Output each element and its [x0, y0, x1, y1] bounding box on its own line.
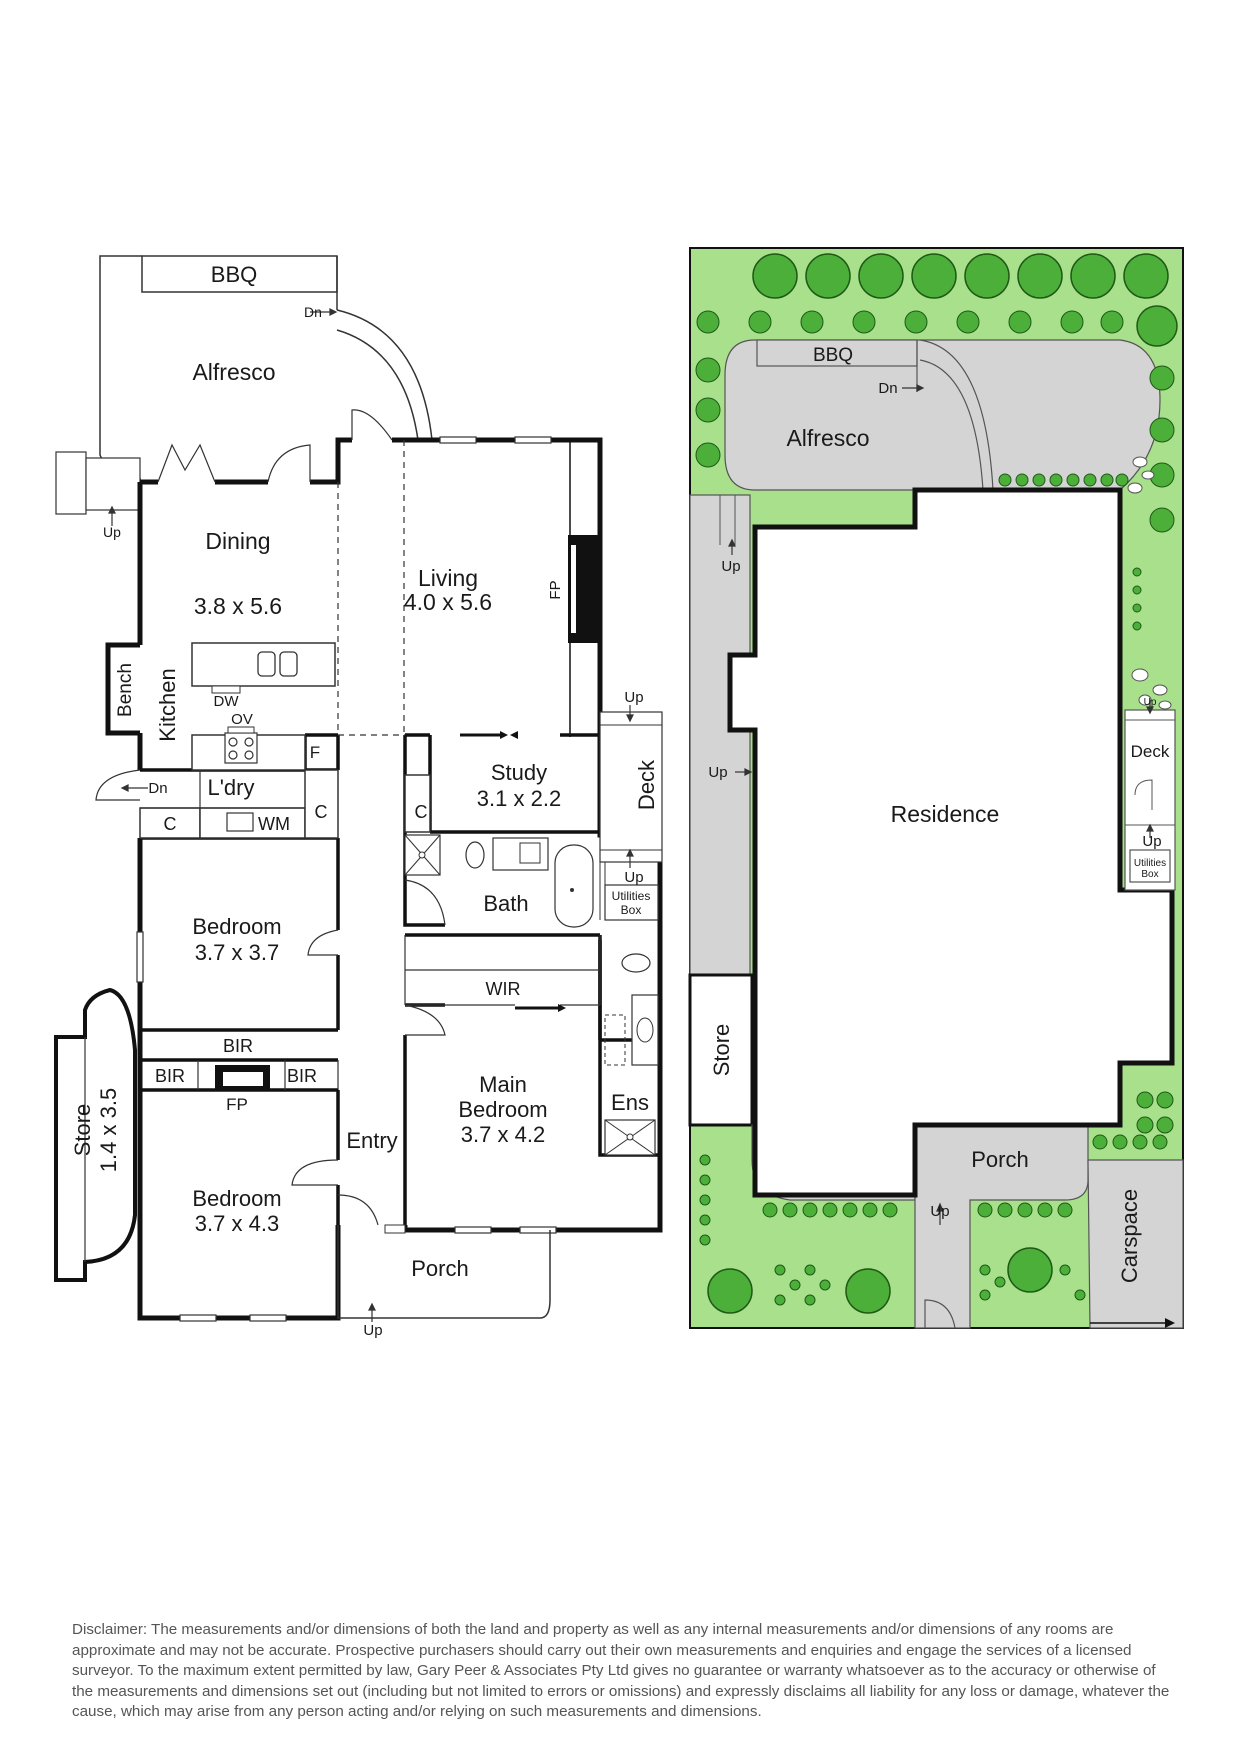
- site-trees: [707, 253, 1178, 1314]
- label-dw: DW: [214, 693, 240, 710]
- site-level-arrows: [728, 384, 1154, 1225]
- site-store: [688, 973, 754, 1127]
- floor-plan: BBQ Dn Alfresco Up Dining 3.8 x 5.6 Livi…: [54, 255, 663, 1339]
- cooktop: [224, 732, 258, 764]
- label-bedroom-1-dim: 3.7 x 3.7: [195, 940, 279, 965]
- site-stepping-stones: [1127, 456, 1172, 710]
- label-dining: Dining: [205, 528, 270, 554]
- label-living-dim: 4.0 x 5.6: [404, 589, 492, 615]
- washing-machine: [226, 812, 254, 832]
- alfresco-step-curve: [336, 309, 433, 441]
- bathtub: [554, 844, 594, 928]
- site-label-porch: Porch: [971, 1147, 1028, 1172]
- label-main: Main: [479, 1072, 527, 1097]
- label-c-study: C: [415, 802, 428, 822]
- site-label-deck: Deck: [1131, 742, 1170, 761]
- label-wir: WIR: [486, 979, 521, 999]
- linen-cupboard: [304, 769, 339, 839]
- study-cupboard: [404, 774, 431, 833]
- label-bbq: BBQ: [211, 262, 257, 287]
- label-up-porch: Up: [363, 1322, 382, 1339]
- label-wm: WM: [258, 814, 290, 834]
- level-arrows: [108, 308, 634, 1322]
- site-shrubs: [695, 310, 1175, 1306]
- ensuite-vanity: [631, 994, 659, 1066]
- site-utilities-box: [1129, 849, 1171, 883]
- site-plan: BBQ Dn Alfresco Up Up Residence Up Deck …: [688, 247, 1184, 1329]
- label-bedroom-1: Bedroom: [192, 914, 281, 939]
- label-c-laundry: C: [164, 814, 177, 834]
- side-deck: [599, 711, 663, 863]
- label-entry: Entry: [346, 1128, 397, 1153]
- windows: [136, 436, 557, 1322]
- label-bath: Bath: [483, 891, 528, 916]
- site-label-dn: Dn: [878, 380, 897, 397]
- label-f: F: [310, 743, 320, 762]
- label-dn-alfresco: Dn: [304, 304, 322, 320]
- label-store-dim: 1.4 x 3.5: [96, 1088, 121, 1172]
- label-utilities-box: Box: [621, 903, 642, 917]
- utilities-box-left: [604, 884, 659, 921]
- label-main-bedroom: Bedroom: [458, 1097, 547, 1122]
- site-label-up-deck: Up: [1144, 697, 1157, 708]
- front-porch-outline: [337, 1225, 551, 1319]
- label-fp-living: FP: [547, 580, 564, 599]
- disclaimer: Disclaimer: The measurements and/or dime…: [72, 1621, 1170, 1721]
- site-label-up-mid: Up: [708, 764, 727, 781]
- site-side-path: [689, 494, 751, 976]
- label-living: Living: [418, 565, 478, 591]
- label-dn-laundry: Dn: [148, 780, 167, 797]
- laundry-cupboard: [139, 807, 201, 839]
- label-alfresco: Alfresco: [192, 359, 275, 385]
- label-bir-right: BIR: [287, 1066, 317, 1086]
- site-label-residence: Residence: [891, 801, 1000, 827]
- site-alfresco-paving: [724, 339, 1161, 491]
- label-study: Study: [491, 760, 547, 785]
- site-label-up-porch: Up: [930, 1203, 949, 1220]
- site-label-utilities: Utilities: [1134, 858, 1166, 869]
- open-plan-dashes: [337, 440, 405, 736]
- site-label-store: Store: [709, 1024, 734, 1077]
- label-store: Store: [70, 1104, 95, 1157]
- site-plan-labels: BBQ Dn Alfresco Up Up Residence Up Deck …: [708, 345, 1169, 1283]
- label-up-utilities: Up: [624, 869, 643, 886]
- left-step: [55, 451, 87, 515]
- label-study-dim: 3.1 x 2.2: [477, 786, 561, 811]
- label-kitchen: Kitchen: [155, 668, 180, 741]
- bbq-counter: [141, 255, 338, 293]
- bath-toilet: [465, 841, 485, 869]
- label-dining-dim: 3.8 x 5.6: [194, 593, 282, 619]
- ensuite-toilet: [621, 953, 651, 973]
- site-label-alfresco: Alfresco: [786, 425, 869, 451]
- side-store-outline: [54, 987, 137, 1282]
- label-fp-bedroom: FP: [226, 1095, 248, 1114]
- label-c-linen: C: [315, 802, 328, 822]
- label-bedroom-2-dim: 3.7 x 4.3: [195, 1211, 279, 1236]
- label-up-deck: Up: [624, 689, 643, 706]
- label-utilities: Utilities: [612, 889, 651, 903]
- site-label-up-side: Up: [721, 558, 740, 575]
- label-bir-top: BIR: [223, 1036, 253, 1056]
- label-laundry: L'dry: [208, 775, 255, 800]
- site-label-carspace: Carspace: [1117, 1189, 1142, 1283]
- label-bedroom-2: Bedroom: [192, 1186, 281, 1211]
- floor-plan-labels: BBQ Dn Alfresco Up Dining 3.8 x 5.6 Livi…: [70, 262, 659, 1339]
- label-ov: OV: [231, 711, 253, 728]
- site-residence: [727, 487, 1175, 1198]
- site-carspace: [1087, 1159, 1184, 1329]
- label-up-left-step: Up: [103, 524, 121, 540]
- site-label-utilities-box: Box: [1141, 869, 1158, 880]
- label-deck: Deck: [634, 759, 659, 810]
- sink-bowl-1: [257, 651, 276, 677]
- alfresco-outline: [99, 255, 142, 483]
- sink-bowl-2: [279, 651, 298, 677]
- label-porch: Porch: [411, 1256, 468, 1281]
- label-ens: Ens: [611, 1090, 649, 1115]
- site-label-up-utilities: Up: [1142, 833, 1161, 850]
- label-bir-left: BIR: [155, 1066, 185, 1086]
- label-bench: Bench: [115, 663, 136, 717]
- label-main-bedroom-dim: 3.7 x 4.2: [461, 1122, 545, 1147]
- site-label-bbq: BBQ: [813, 345, 853, 366]
